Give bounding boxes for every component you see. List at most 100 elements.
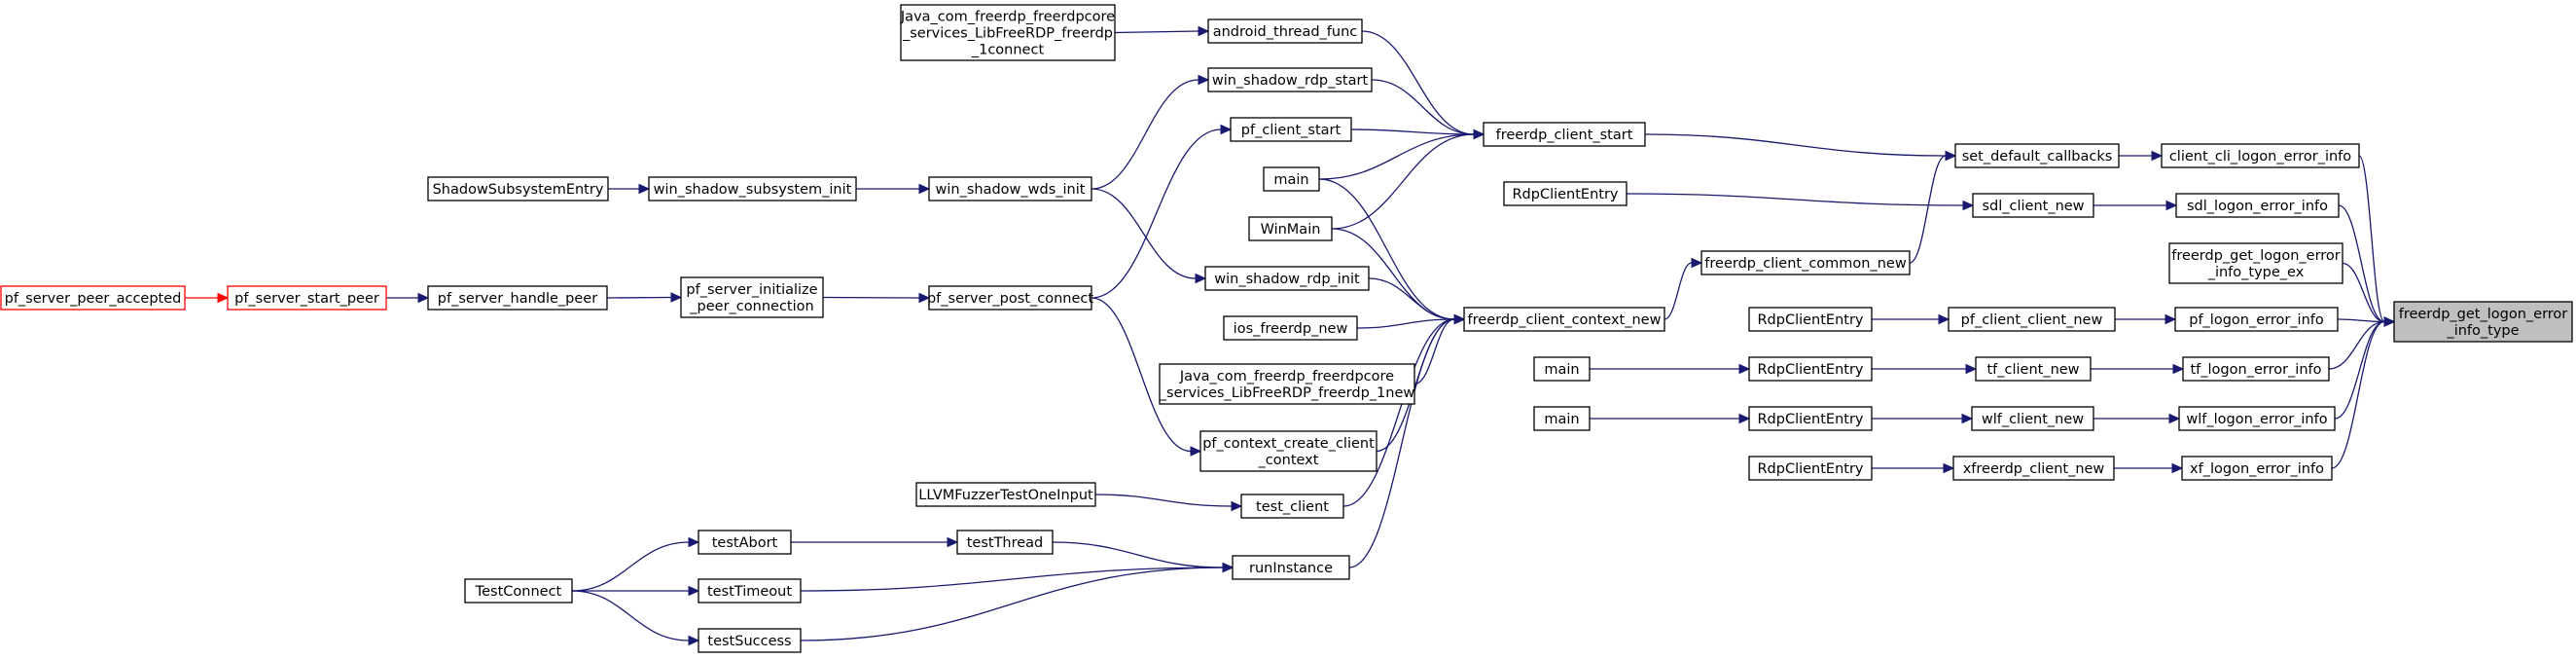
edge-rdp_d-to-wlf_client_new [1872, 413, 1974, 424]
node-wlf-client-new[interactable]: wlf_client_new [1971, 406, 2094, 431]
node-label: pf_server_post_connect [927, 291, 1093, 307]
node-label: _services_LibFreeRDP_freerdp [902, 26, 1113, 42]
node-test-abort[interactable]: testAbort [698, 530, 792, 555]
node-label: ios_freerdp_new [1234, 321, 1348, 337]
node-label: _1connect [971, 43, 1045, 58]
node-run-instance[interactable]: runInstance [1232, 555, 1350, 580]
node-label: main [1544, 412, 1579, 427]
node-ios[interactable]: ios_freerdp_new [1223, 315, 1358, 341]
node-label: _services_LibFreeRDP_freerdp_1new [1159, 385, 1415, 401]
node-init-peer[interactable]: pf_server_initialize_peer_connection [680, 276, 824, 318]
node-jni-connect[interactable]: Java_com_freerdp_freerdpcore_services_Li… [900, 4, 1116, 61]
node-label: freerdp_get_logon_error [2171, 248, 2341, 264]
node-label: RdpClientEntry [1757, 412, 1863, 427]
node-test-timeout[interactable]: testTimeout [698, 578, 802, 604]
node-handle-peer[interactable]: pf_server_handle_peer [427, 285, 608, 311]
node-peer-accepted[interactable]: pf_server_peer_accepted [0, 285, 186, 311]
node-xf-client-new[interactable]: xfreerdp_client_new [1952, 456, 2115, 481]
node-label: Java_com_freerdp_freerdpcore [1179, 369, 1394, 384]
edges-layer [185, 25, 2396, 646]
node-shadow-entry[interactable]: ShadowSubsystemEntry [427, 176, 609, 201]
node-test-client[interactable]: test_client [1240, 494, 1344, 519]
node-label: xf_logon_error_info [2190, 461, 2324, 477]
node-set-cb[interactable]: set_default_callbacks [1954, 143, 2120, 168]
edge-shadow_entry-to-shadow_sub_init [608, 183, 651, 195]
node-test-connect[interactable]: TestConnect [464, 578, 573, 604]
edge-post_connect-to-pf_ctx [1091, 297, 1202, 457]
node-pf-logon[interactable]: pf_logon_error_info [2174, 307, 2339, 332]
node-rdp-e[interactable]: RdpClientEntry [1748, 456, 1873, 481]
node-context-new[interactable]: freerdp_client_context_new [1463, 307, 1665, 332]
node-rdp-b[interactable]: RdpClientEntry [1748, 307, 1873, 332]
node-pf-ctx[interactable]: pf_context_create_client_context [1199, 430, 1377, 472]
node-label: RdpClientEntry [1757, 461, 1863, 477]
node-label: xfreerdp_client_new [1963, 461, 2105, 477]
node-test-success[interactable]: testSuccess [698, 628, 802, 653]
node-fuzzer[interactable]: LLVMFuzzerTestOneInput [915, 482, 1096, 507]
node-get-ex[interactable]: freerdp_get_logon_error_info_type_ex [2168, 242, 2343, 284]
node-pf-client-start[interactable]: pf_client_start [1230, 117, 1352, 142]
edge-client_start-to-set_cb [1644, 133, 1957, 162]
node-tf-client-new[interactable]: tf_client_new [1975, 356, 2092, 382]
node-shadow-wds-init[interactable]: win_shadow_wds_init [928, 176, 1092, 201]
edge-common_new-to-set_cb [1909, 150, 1957, 264]
node-label: freerdp_client_context_new [1468, 312, 1662, 328]
node-label: tf_client_new [1986, 362, 2079, 378]
node-rdp-a[interactable]: RdpClientEntry [1503, 181, 1628, 206]
node-test-thread[interactable]: testThread [956, 530, 1054, 555]
edge-jni_connect-to-android [1114, 25, 1210, 37]
node-label: LLVMFuzzerTestOneInput [918, 488, 1093, 503]
node-winshadow-start[interactable]: win_shadow_rdp_start [1207, 67, 1373, 92]
node-main-a[interactable]: main [1263, 166, 1320, 192]
node-shadow-sub-init[interactable]: win_shadow_subsystem_init [648, 176, 857, 201]
edge-peer_accepted-to-start_peer [185, 292, 230, 304]
node-tf-logon[interactable]: tf_logon_error_info [2182, 356, 2330, 382]
node-label: test_client [1256, 499, 1329, 515]
node-main-c[interactable]: main [1533, 406, 1591, 431]
node-label: win_shadow_rdp_start [1212, 73, 1369, 89]
edge-main_b-to-rdp_c [1590, 363, 1751, 375]
edge-rdp_e-to-xf_client_new [1872, 462, 1955, 474]
edge-xf_logon-to-target [2331, 316, 2396, 469]
node-rdp-c[interactable]: RdpClientEntry [1748, 356, 1873, 382]
node-label: _info_type [2446, 323, 2519, 339]
node-winmain[interactable]: WinMain [1248, 216, 1333, 241]
node-label: ShadowSubsystemEntry [433, 182, 604, 198]
node-cli-logon[interactable]: client_cli_logon_error_info [2161, 143, 2360, 168]
node-label: _info_type_ex [2207, 265, 2305, 280]
node-sdl-logon[interactable]: sdl_logon_error_info [2175, 193, 2340, 218]
node-android[interactable]: android_thread_func [1207, 18, 1363, 44]
edge-winmain-to-client_start [1331, 128, 1485, 230]
node-common-new[interactable]: freerdp_client_common_new [1700, 250, 1911, 275]
node-main-b[interactable]: main [1533, 356, 1591, 382]
node-label: freerdp_client_start [1496, 128, 1633, 143]
node-winshadow-rdp-init[interactable]: win_shadow_rdp_init [1204, 266, 1370, 291]
node-target[interactable]: freerdp_get_logon_error_info_type [2393, 301, 2573, 343]
edge-start_peer-to-handle_peer [386, 292, 430, 304]
node-label: pf_client_client_new [1961, 312, 2103, 328]
edge-context_new-to-common_new [1664, 257, 1703, 320]
node-wlf-logon[interactable]: wlf_logon_error_info [2178, 406, 2336, 431]
edge-shadow_wds_init-to-winshadow_rdp_init [1091, 188, 1207, 284]
node-client-start[interactable]: freerdp_client_start [1483, 122, 1646, 147]
node-label: pf_server_handle_peer [438, 291, 597, 307]
node-label: set_default_callbacks [1962, 149, 2113, 165]
edge-tf_client_new-to-tf_logon [2091, 363, 2185, 375]
node-jni-new[interactable]: Java_com_freerdp_freerdpcore_services_Li… [1159, 363, 1415, 405]
node-rdp-d[interactable]: RdpClientEntry [1748, 406, 1873, 431]
node-xf-logon[interactable]: xf_logon_error_info [2181, 456, 2333, 481]
node-label: freerdp_get_logon_error [2399, 307, 2568, 322]
node-label: pf_server_start_peer [234, 291, 379, 307]
node-label: testAbort [712, 535, 778, 551]
edge-handle_peer-to-init_peer [606, 292, 683, 303]
node-label: client_cli_logon_error_info [2169, 149, 2351, 165]
edge-cli_logon-to-target [2358, 155, 2396, 327]
node-sdl-client-new[interactable]: sdl_client_new [1972, 193, 2094, 218]
node-label: RdpClientEntry [1512, 187, 1618, 202]
edge-test_connect-to-test_abort [571, 536, 700, 592]
node-label: android_thread_func [1213, 24, 1358, 40]
node-pf-client-new[interactable]: pf_client_client_new [1948, 307, 2116, 332]
node-label: pf_context_create_client [1202, 436, 1375, 452]
node-start-peer[interactable]: pf_server_start_peer [227, 285, 387, 311]
node-post-connect[interactable]: pf_server_post_connect [927, 285, 1093, 311]
